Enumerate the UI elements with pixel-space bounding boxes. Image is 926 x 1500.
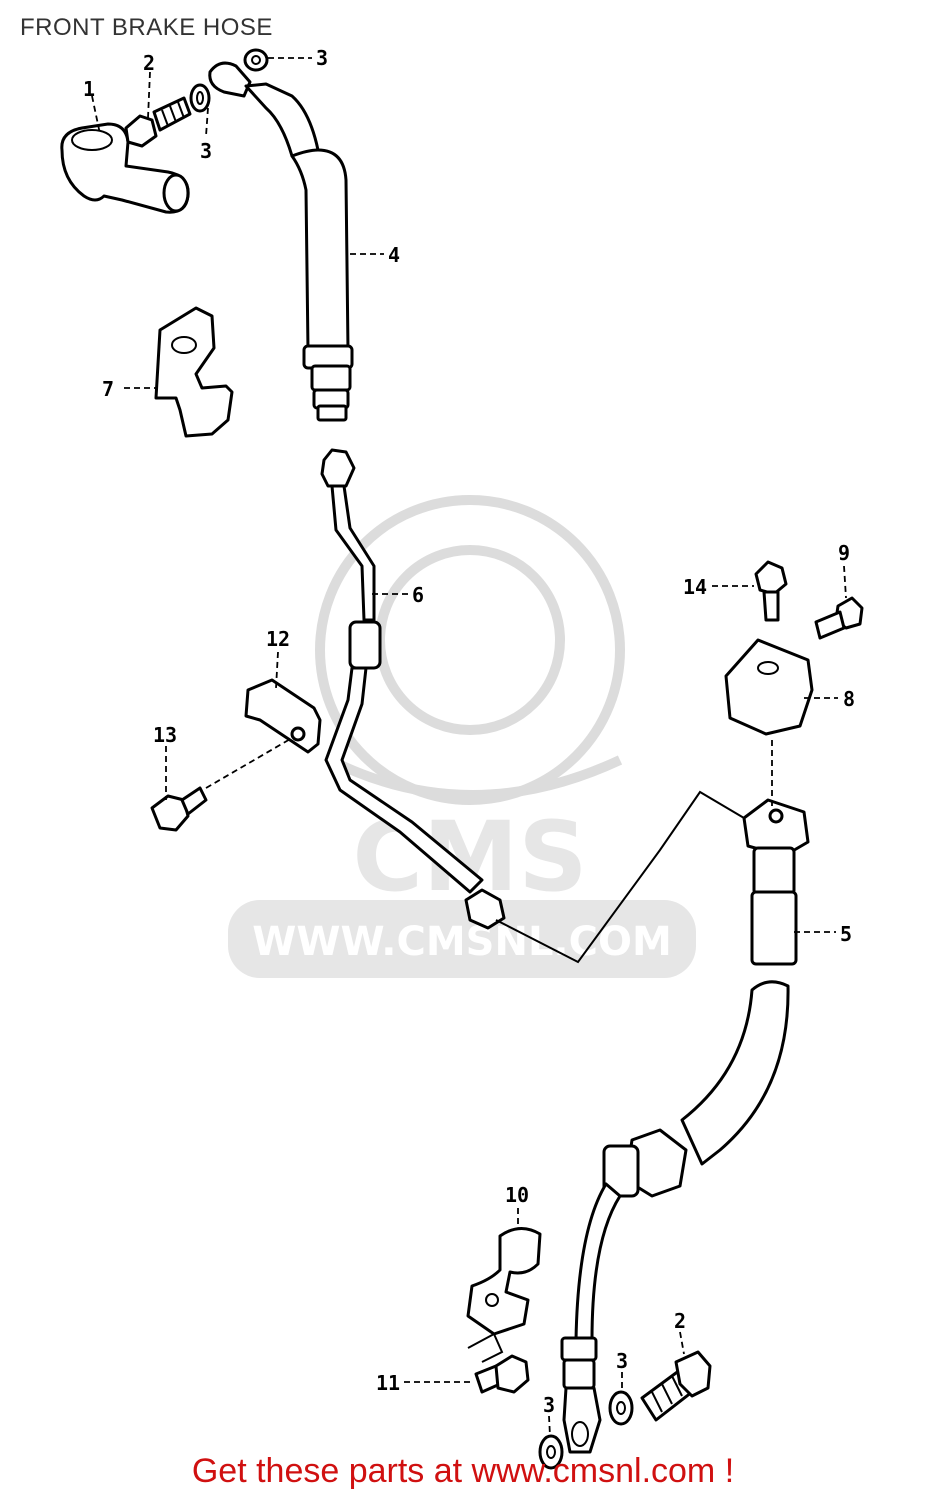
part-10-clamp — [466, 1227, 542, 1336]
part-3-gasket-lower — [538, 1390, 634, 1470]
callout-4: 4 — [388, 243, 400, 267]
callout-14: 14 — [683, 575, 707, 599]
callout-1: 1 — [83, 77, 95, 101]
part-6-brake-pipe — [320, 448, 506, 930]
part-1-union — [60, 122, 190, 214]
callout-2-lower: 2 — [674, 1309, 686, 1333]
callout-11: 11 — [376, 1371, 400, 1395]
callout-3-b: 3 — [316, 46, 328, 70]
leader-lines — [91, 57, 847, 1437]
callout-3-e: 3 — [543, 1393, 555, 1417]
callout-3-d: 3 — [616, 1349, 628, 1373]
part-14-bolt — [754, 560, 788, 622]
footer-link-text[interactable]: Get these parts at www.cmsnl.com ! — [191, 1452, 735, 1490]
page-title: FRONT BRAKE HOSE — [20, 14, 273, 41]
part-8-bracket — [724, 638, 814, 736]
part-9-bolt — [814, 596, 864, 640]
callout-6: 6 — [412, 583, 424, 607]
callout-2: 2 — [143, 51, 155, 75]
part-13-bolt — [150, 786, 208, 832]
callout-13: 13 — [153, 723, 177, 747]
part-3-gasket — [189, 48, 269, 113]
part-11-bolt — [474, 1354, 530, 1394]
part-2-union-bolt-lower — [640, 1350, 712, 1422]
watermark-url: WWW.CMSNL.COM — [252, 919, 672, 965]
callout-labels: 1 2 3 3 3 4 5 6 7 8 9 10 11 12 13 14 2 3… — [83, 46, 855, 1417]
callout-10: 10 — [505, 1183, 529, 1207]
callout-12: 12 — [266, 627, 290, 651]
part-7-clamp — [154, 306, 234, 438]
callout-5: 5 — [840, 922, 852, 946]
callout-9: 9 — [838, 541, 850, 565]
part-12-pipe-clamp — [244, 678, 322, 754]
callout-3-a: 3 — [200, 139, 212, 163]
part-2-union-bolt — [124, 96, 192, 148]
callout-8: 8 — [843, 687, 855, 711]
part-4-brake-hose — [208, 61, 354, 422]
callout-7: 7 — [102, 377, 114, 401]
part-5-brake-hose — [560, 798, 810, 1454]
